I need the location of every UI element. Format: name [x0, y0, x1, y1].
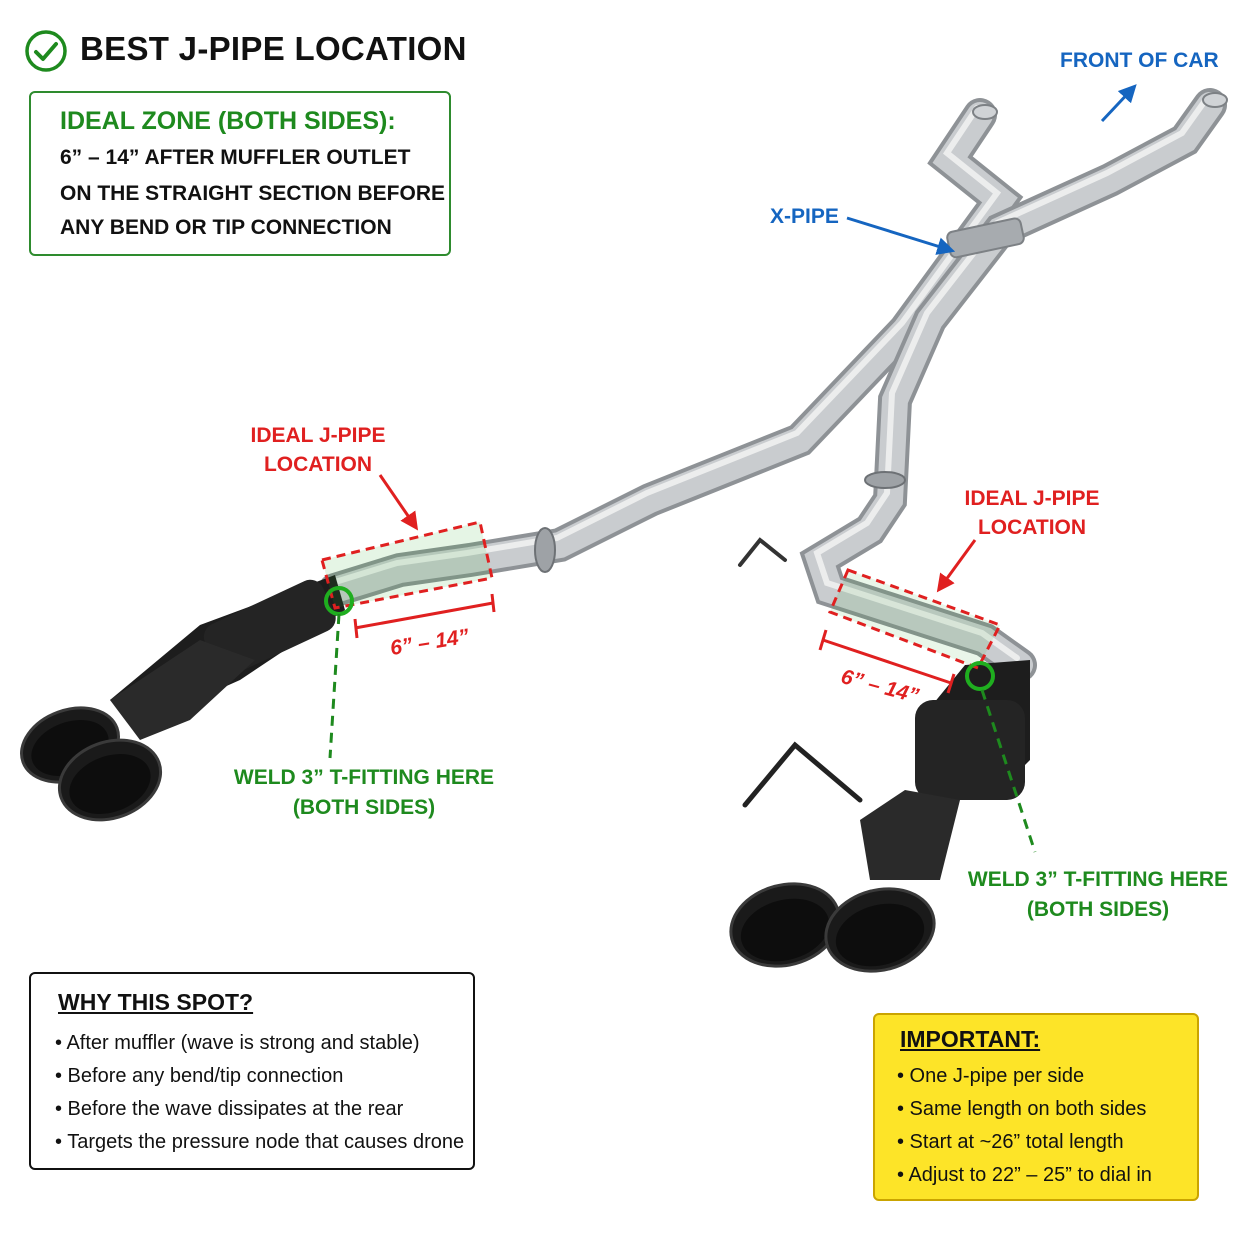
- ideal-location-label-left: IDEAL J-PIPE LOCATION: [228, 421, 408, 479]
- ideal-location-label-right: IDEAL J-PIPE LOCATION: [942, 484, 1122, 542]
- list-item: • One J-pipe per side: [897, 1065, 1085, 1087]
- weld-leader-right: [980, 689, 1037, 853]
- list-item: • Before the wave dissipates at the rear: [55, 1098, 404, 1120]
- ideal-zone-right-box: [828, 568, 1003, 670]
- ideal-zone-left-box: [320, 520, 494, 610]
- arrow-icon: [936, 539, 977, 593]
- ideal-zone-line: ANY BEND OR TIP CONNECTION: [60, 216, 392, 239]
- why-box: WHY THIS SPOT? • After muffler (wave is …: [29, 972, 475, 1170]
- label-line: WELD 3” T-FITTING HERE: [967, 868, 1229, 891]
- label-line: LOCATION: [263, 453, 373, 476]
- label-line: LOCATION: [977, 516, 1087, 539]
- label-line: IDEAL J-PIPE: [250, 424, 386, 447]
- left-muffler-tips: [20, 575, 345, 822]
- arrow-icon: [378, 474, 419, 531]
- label-line: WELD 3” T-FITTING HERE: [233, 766, 495, 789]
- list-item: • Targets the pressure node that causes …: [55, 1131, 465, 1153]
- weld-label-right: WELD 3” T-FITTING HERE (BOTH SIDES): [958, 865, 1238, 925]
- list-item: • After muffler (wave is strong and stab…: [55, 1032, 420, 1054]
- dimension-right: [818, 629, 956, 694]
- front-of-car-label: FRONT OF CAR: [1060, 49, 1219, 72]
- weld-label-left: WELD 3” T-FITTING HERE (BOTH SIDES): [224, 763, 504, 823]
- dimension-left: [353, 593, 496, 639]
- check-circle-icon: [25, 30, 67, 72]
- weld-point-right: [965, 661, 995, 691]
- x-pipe-label: X-PIPE: [770, 205, 839, 228]
- list-item: • Before any bend/tip connection: [55, 1065, 344, 1087]
- label-line: (BOTH SIDES): [292, 796, 436, 819]
- list-item: • Start at ~26” total length: [897, 1131, 1124, 1153]
- label-line: IDEAL J-PIPE: [964, 487, 1100, 510]
- important-heading: IMPORTANT:: [900, 1026, 1041, 1052]
- ideal-zone-box: IDEAL ZONE (BOTH SIDES): 6” – 14” AFTER …: [29, 91, 451, 256]
- ideal-zone-heading: IDEAL ZONE (BOTH SIDES):: [60, 107, 396, 135]
- list-item: • Same length on both sides: [897, 1098, 1147, 1120]
- why-heading: WHY THIS SPOT?: [58, 989, 254, 1015]
- weld-leader-left: [328, 613, 341, 759]
- important-box: IMPORTANT: • One J-pipe per side • Same …: [873, 1013, 1199, 1201]
- page-title: BEST J-PIPE LOCATION: [80, 30, 467, 67]
- arrow-icon: [846, 216, 956, 255]
- important-list: • One J-pipe per side • Same length on b…: [897, 1060, 1152, 1192]
- ideal-zone-line: ON THE STRAIGHT SECTION BEFORE: [60, 182, 446, 205]
- x-pipe-assembly: [318, 88, 1228, 808]
- arrow-icon: [1100, 84, 1137, 123]
- why-list: • After muffler (wave is strong and stab…: [55, 1027, 464, 1159]
- right-muffler-tips: [729, 660, 1030, 973]
- list-item: • Adjust to 22” – 25” to dial in: [897, 1164, 1152, 1186]
- label-line: (BOTH SIDES): [1026, 898, 1170, 921]
- ideal-zone-line: 6” – 14” AFTER MUFFLER OUTLET: [60, 146, 411, 169]
